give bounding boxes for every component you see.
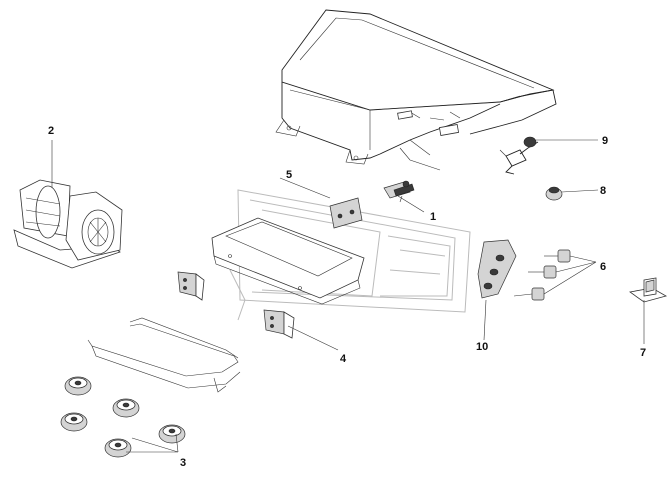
heater-housing — [275, 9, 557, 171]
lower-cover-panel — [87, 317, 241, 393]
grommet — [64, 376, 92, 396]
callout-9: 9 — [602, 135, 608, 147]
blower-motor — [13, 179, 123, 269]
grommet — [112, 398, 140, 418]
callout-5: 5 — [286, 169, 292, 181]
mounting-bracket-left — [177, 271, 205, 301]
callout-6: 6 — [600, 261, 606, 273]
callout-4: 4 — [340, 353, 347, 365]
callout-2: 2 — [48, 125, 54, 137]
callout-8: 8 — [600, 185, 606, 197]
grommets — [60, 376, 186, 458]
grommet — [60, 412, 88, 432]
knob — [513, 287, 545, 301]
callout-7: 7 — [640, 347, 646, 359]
grommet — [104, 438, 132, 458]
leader-lines — [51, 139, 645, 453]
air-duct-tray — [211, 217, 365, 305]
mounting-bracket — [263, 309, 295, 339]
bracket-plate — [329, 197, 363, 229]
callout-1: 1 — [430, 211, 436, 223]
knob-cap — [545, 186, 563, 201]
grommet — [158, 424, 186, 444]
knob — [544, 249, 571, 263]
connector — [628, 277, 668, 303]
knobs — [513, 249, 571, 301]
callouts: 1 2 3 4 5 6 7 8 9 10 — [48, 125, 646, 469]
callout-3: 3 — [180, 457, 186, 469]
sensor — [383, 180, 415, 203]
wire-harness — [499, 136, 539, 175]
knob — [528, 265, 557, 279]
control-housing — [477, 239, 517, 299]
callout-10: 10 — [476, 341, 488, 353]
